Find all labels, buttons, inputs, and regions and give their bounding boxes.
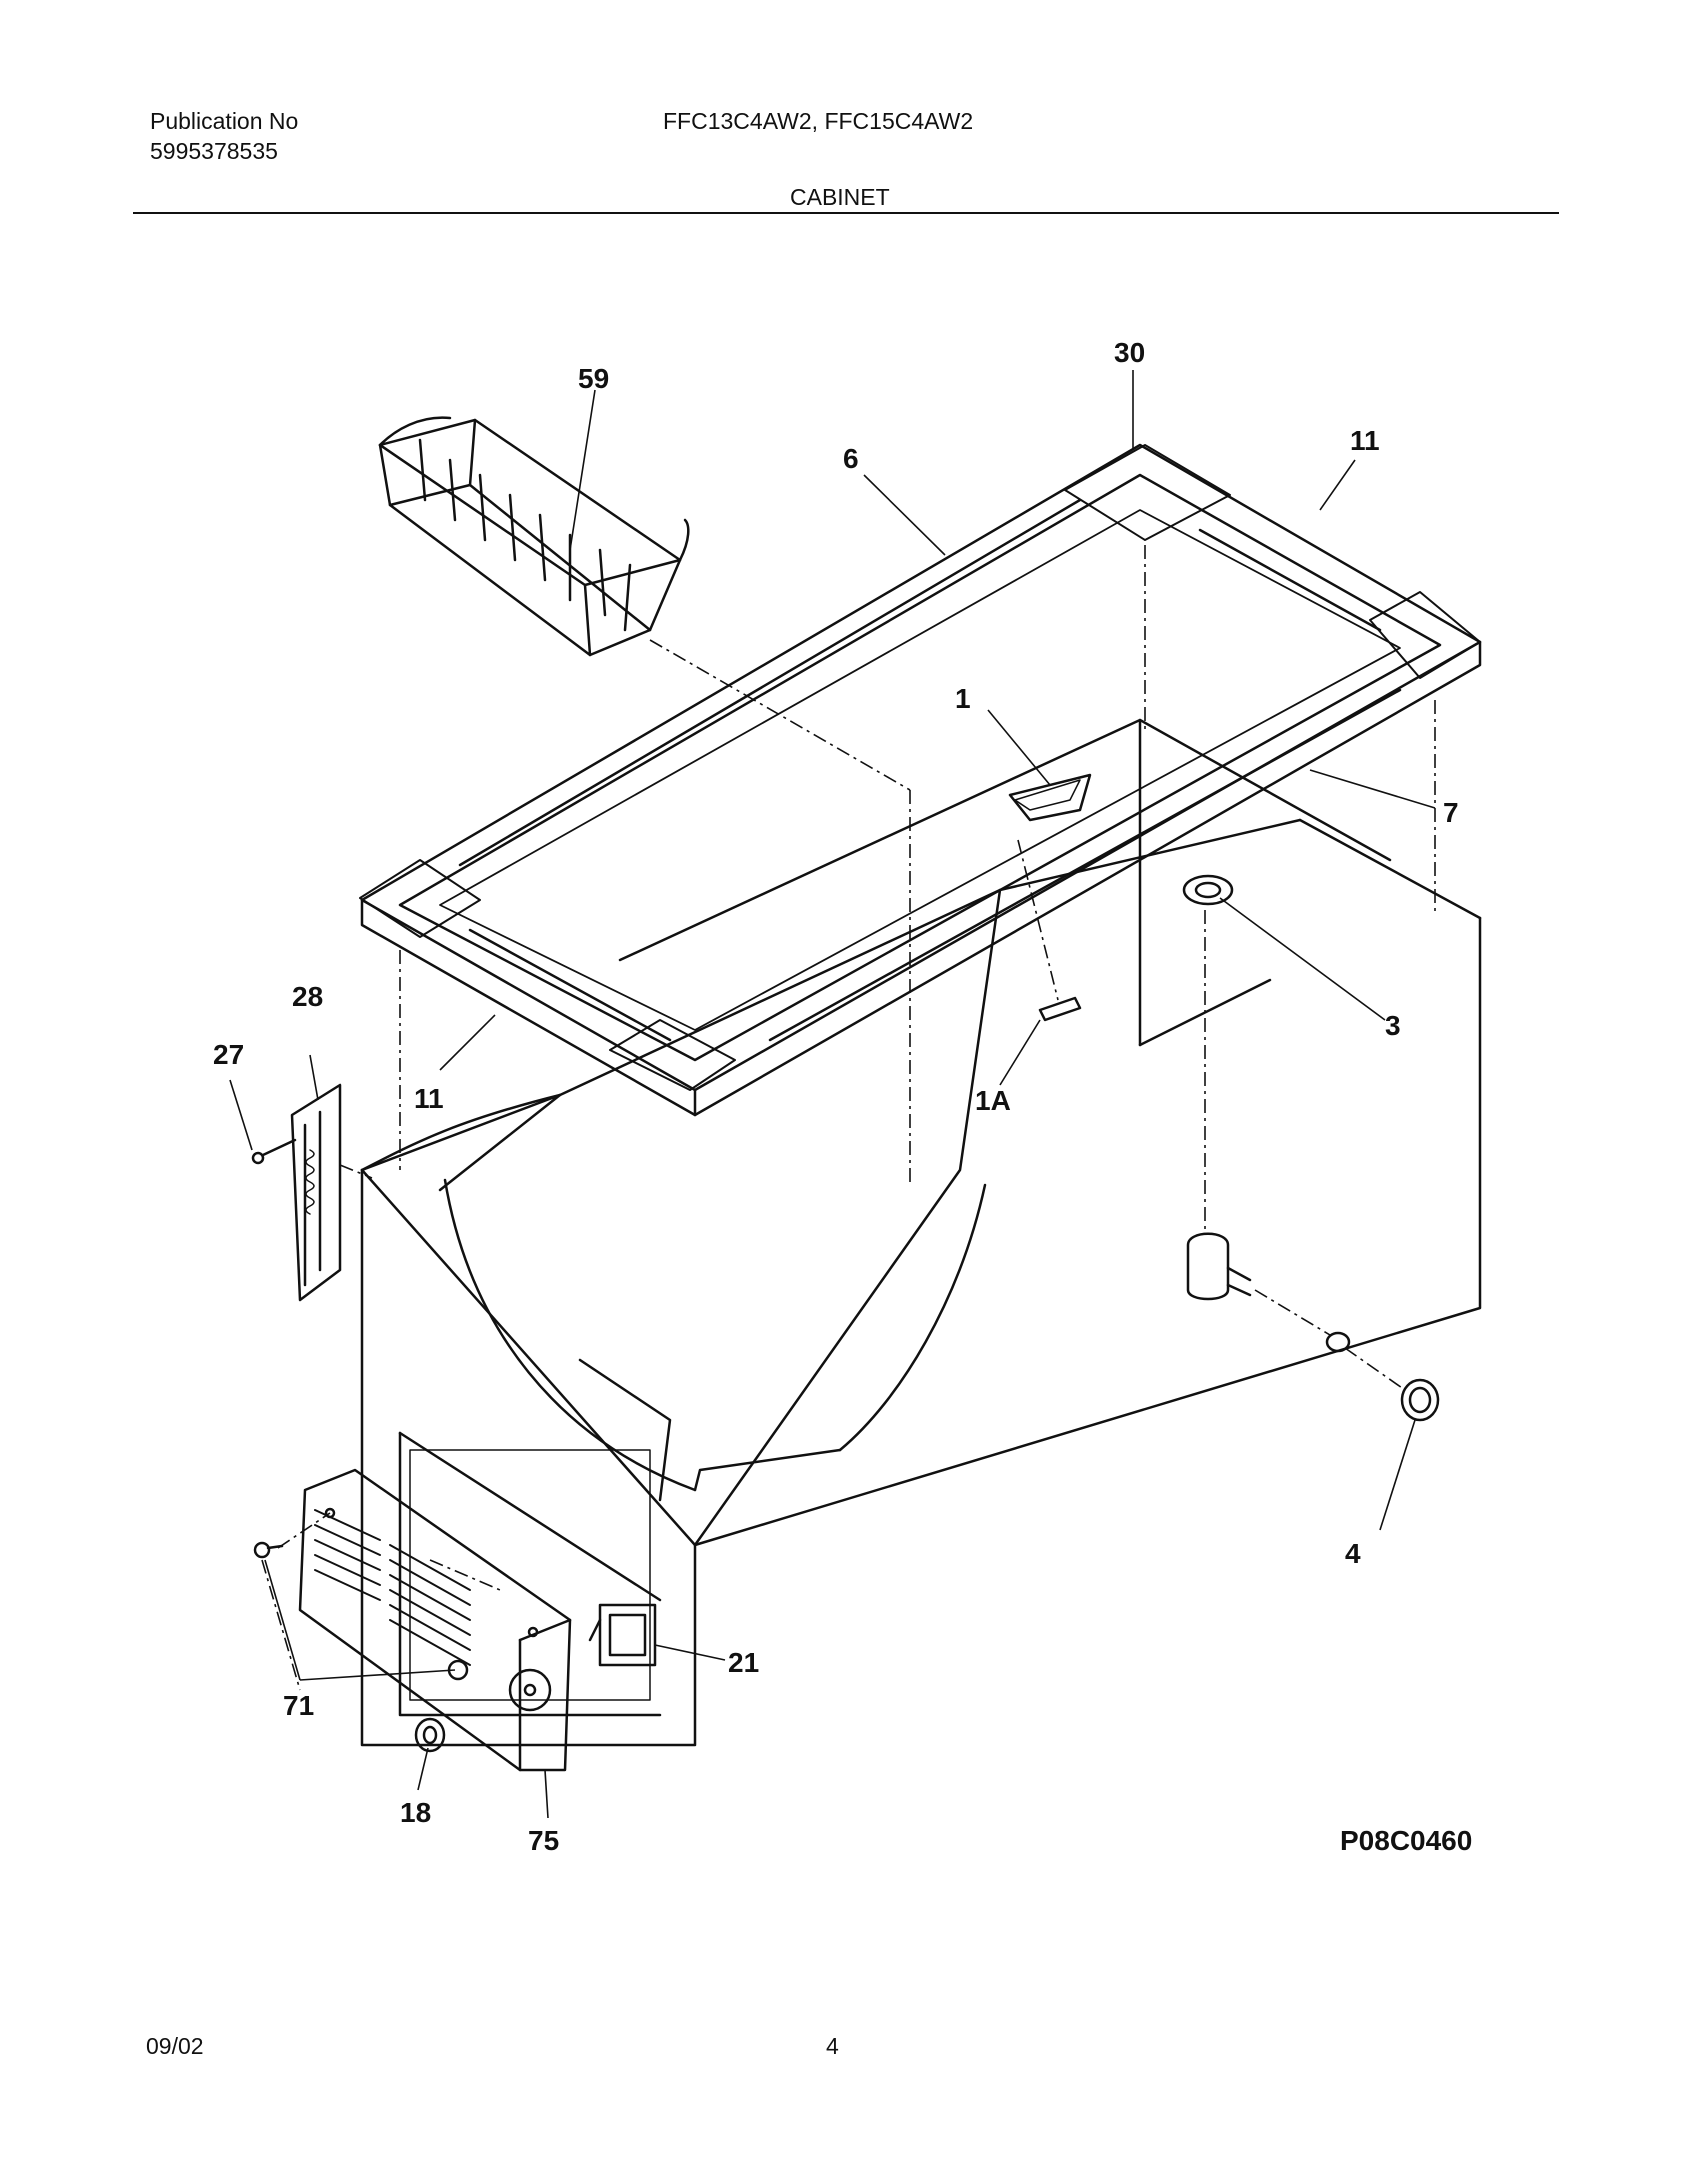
callout-11-top: 11: [1350, 425, 1380, 456]
diagram-id: P08C0460: [1340, 1825, 1472, 1856]
callout-18: 18: [400, 1797, 431, 1828]
callout-7: 7: [1443, 797, 1459, 828]
wire-basket: [378, 416, 690, 657]
cabinet-body: [360, 818, 1482, 1747]
callout-3: 3: [1385, 1010, 1401, 1041]
publication-number: 5995378535: [150, 138, 278, 164]
page-number: 4: [826, 2033, 839, 2059]
lock-striker: [1008, 773, 1092, 1022]
callout-1: 1: [955, 683, 971, 714]
callout-75: 75: [528, 1825, 559, 1856]
footer-date: 09/02: [146, 2033, 204, 2059]
section-title: CABINET: [790, 184, 890, 210]
hinge-assembly: [251, 1083, 342, 1302]
model-numbers: FFC13C4AW2, FFC15C4AW2: [663, 108, 974, 134]
header-rule: [133, 212, 1559, 214]
callout-1A: 1A: [975, 1085, 1011, 1116]
callout-27: 27: [213, 1039, 244, 1070]
lid-gasket-frame: [359, 443, 1482, 1117]
defrost-drain: [1182, 874, 1440, 1422]
callout-6: 6: [843, 443, 859, 474]
vent-grille: [298, 1468, 572, 1772]
callout-4: 4: [1345, 1538, 1361, 1569]
cabinet-cavity: [618, 718, 1392, 1047]
callout-59: 59: [578, 363, 609, 394]
temperature-control: [588, 1603, 657, 1667]
callout-11-left: 11: [414, 1083, 444, 1114]
publication-label: Publication No: [150, 108, 299, 134]
callout-28: 28: [292, 981, 323, 1012]
callout-71: 71: [283, 1690, 314, 1721]
callout-30: 30: [1114, 337, 1145, 368]
callout-21: 21: [728, 1647, 759, 1678]
